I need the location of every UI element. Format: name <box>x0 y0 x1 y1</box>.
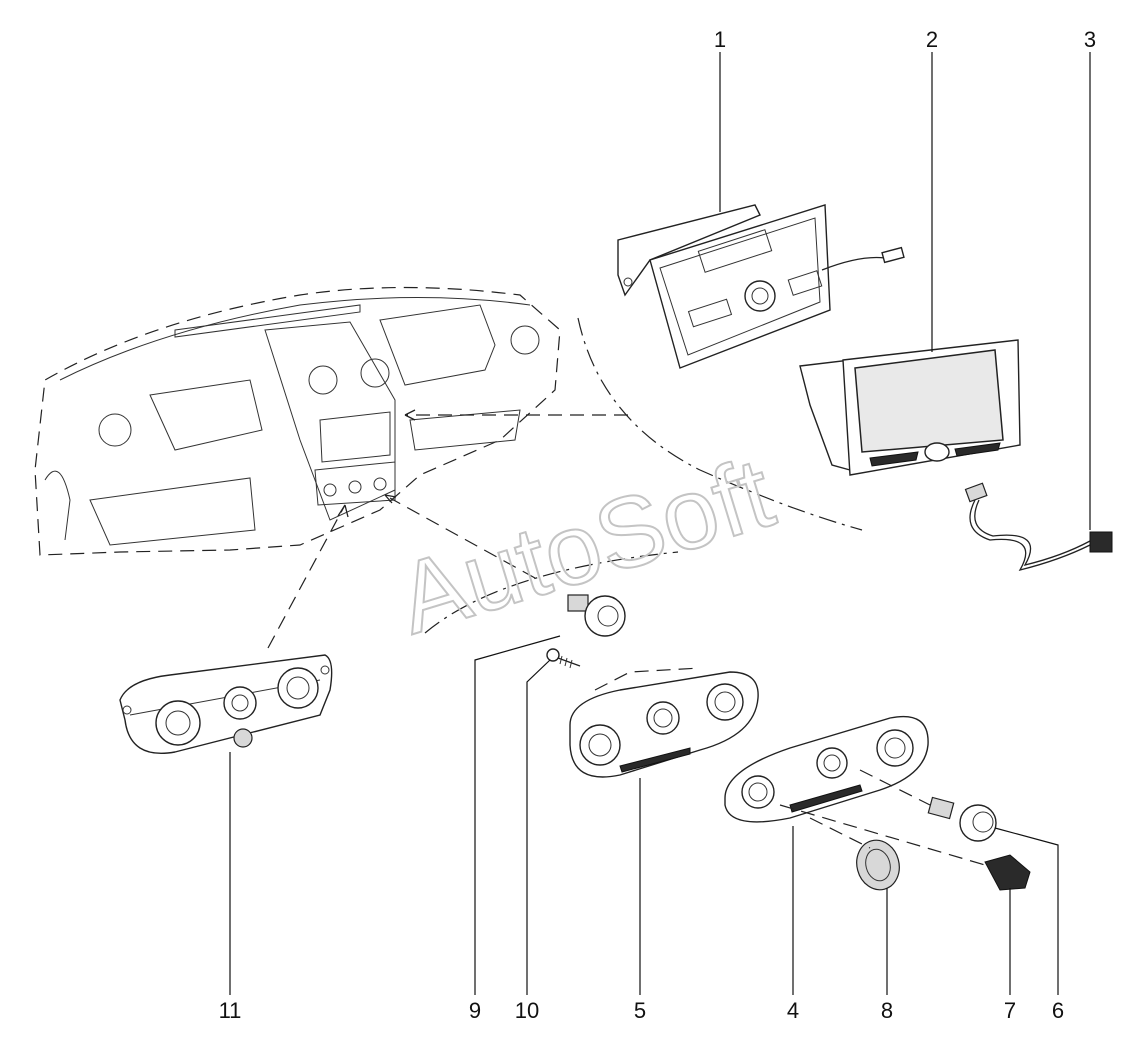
cable-connector <box>964 482 1113 571</box>
callout-1: 1 <box>714 27 726 52</box>
dashboard-outline <box>34 286 561 556</box>
callout-6: 6 <box>1052 998 1064 1023</box>
switch-knob <box>927 796 997 842</box>
radio-head-unit <box>617 204 905 369</box>
push-button <box>984 854 1031 891</box>
callout-5: 5 <box>634 998 646 1023</box>
watermark-text: AutoSoft <box>386 436 786 655</box>
callout-11: 11 <box>219 998 242 1023</box>
callout-8: 8 <box>881 998 893 1023</box>
callout-3: 3 <box>1084 27 1096 52</box>
callout-7: 7 <box>1004 998 1016 1023</box>
callout-9: 9 <box>469 998 481 1023</box>
rotary-knob <box>856 839 900 891</box>
callout-10: 10 <box>515 998 539 1023</box>
sensor-switch <box>567 594 626 637</box>
callout-4: 4 <box>787 998 799 1023</box>
heater-control-unit <box>119 654 333 754</box>
separator-arc-upper <box>577 317 863 531</box>
assembly-lines <box>267 409 986 866</box>
separator-arc-lower <box>424 551 679 634</box>
screw <box>546 648 581 669</box>
control-panel-bezel <box>569 671 759 778</box>
display-unit <box>799 339 1021 476</box>
control-panel-bezel-lower <box>724 715 929 823</box>
leader-lines <box>229 52 1091 995</box>
callout-labels: 1 2 3 4 5 6 7 8 9 10 11 <box>219 27 1097 1023</box>
callout-2: 2 <box>926 27 938 52</box>
